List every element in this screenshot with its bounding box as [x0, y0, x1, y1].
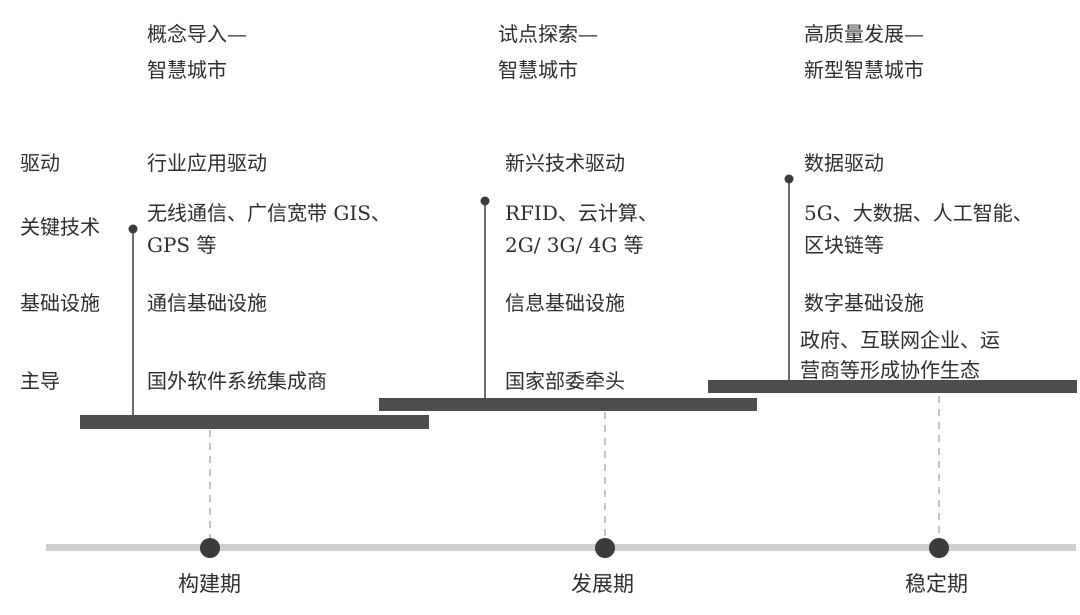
stage2-title-line1: 试点探索— [498, 22, 598, 46]
stage1-bar [80, 415, 429, 429]
stage2-stem-top-dot [480, 196, 490, 206]
stage2-title-line2: 智慧城市 [498, 58, 578, 82]
row-label-leader: 主导 [20, 369, 60, 393]
stage3-leader-line2: 营商等形成协作生态 [800, 358, 980, 382]
stage2-tech-line1: RFID、云计算、 [505, 201, 658, 225]
stage3-driver: 数据驱动 [804, 151, 884, 175]
stage3-timeline-node [929, 538, 949, 558]
stage1-title-line2: 智慧城市 [147, 58, 227, 82]
stage1-title-line1: 概念导入— [147, 22, 247, 46]
stage1-driver: 行业应用驱动 [147, 151, 267, 175]
period-label-build: 构建期 [178, 572, 241, 596]
stage2-driver: 新兴技术驱动 [505, 151, 625, 175]
stage1-infrastructure: 通信基础设施 [147, 291, 267, 315]
stage3-tech-line1: 5G、大数据、人工智能、 [804, 201, 1033, 225]
period-label-stable: 稳定期 [905, 572, 968, 596]
period-label-develop: 发展期 [571, 572, 634, 596]
stage3-title-line2: 新型智慧城市 [804, 58, 924, 82]
row-label-driver: 驱动 [20, 151, 60, 175]
stage2-timeline-node [595, 538, 615, 558]
row-label-infrastructure: 基础设施 [20, 291, 100, 315]
stage1-stem-top-dot [128, 224, 138, 234]
stage3-title-line1: 高质量发展— [804, 22, 924, 46]
stage3-tech-line2: 区块链等 [804, 233, 884, 257]
row-label-key-tech: 关键技术 [20, 215, 100, 239]
stage3-leader-line1: 政府、互联网企业、运 [800, 328, 1000, 352]
stage3-bar [708, 380, 1077, 393]
stage2-leader: 国家部委牵头 [505, 369, 625, 393]
stage2-bar [379, 398, 757, 411]
stage2-tech-line2: 2G/ 3G/ 4G 等 [505, 233, 644, 257]
stage1-leader: 国外软件系统集成商 [147, 369, 327, 393]
timeline-axis [46, 544, 1076, 551]
stage1-tech-line1: 无线通信、广信宽带 GIS、 [147, 201, 391, 225]
stage1-timeline-node [200, 538, 220, 558]
stage2-infrastructure: 信息基础设施 [505, 291, 625, 315]
stage3-infrastructure: 数字基础设施 [804, 291, 924, 315]
stage3-stem-top-dot [784, 174, 794, 184]
stage1-tech-line2: GPS 等 [147, 233, 217, 257]
